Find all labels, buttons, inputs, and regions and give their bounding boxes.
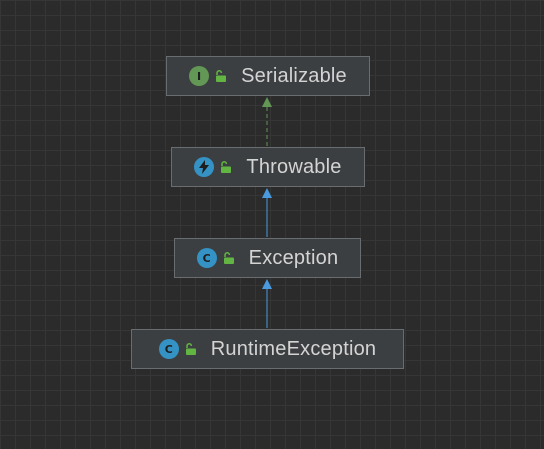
unlocked-icon <box>183 341 199 357</box>
node-label: RuntimeException <box>210 337 377 360</box>
node-label: Serializable <box>241 64 347 87</box>
node-throwable[interactable]: Throwable <box>171 147 365 187</box>
class-icon: C <box>196 248 217 268</box>
class-icon: C <box>158 339 179 359</box>
unlocked-icon <box>218 159 234 175</box>
arrowhead-exception <box>262 279 272 289</box>
node-serializable[interactable]: I Serializable <box>166 56 370 96</box>
lightning-icon <box>194 157 215 177</box>
arrowhead-throwable <box>262 188 272 198</box>
node-label: Throwable <box>246 155 342 178</box>
unlocked-icon <box>221 250 237 266</box>
unlocked-icon <box>213 68 229 84</box>
node-label: Exception <box>248 246 339 269</box>
interface-icon: I <box>189 66 210 86</box>
arrowhead-serializable <box>262 97 272 107</box>
node-runtime-exception[interactable]: C RuntimeException <box>131 329 404 369</box>
node-exception[interactable]: C Exception <box>174 238 361 278</box>
